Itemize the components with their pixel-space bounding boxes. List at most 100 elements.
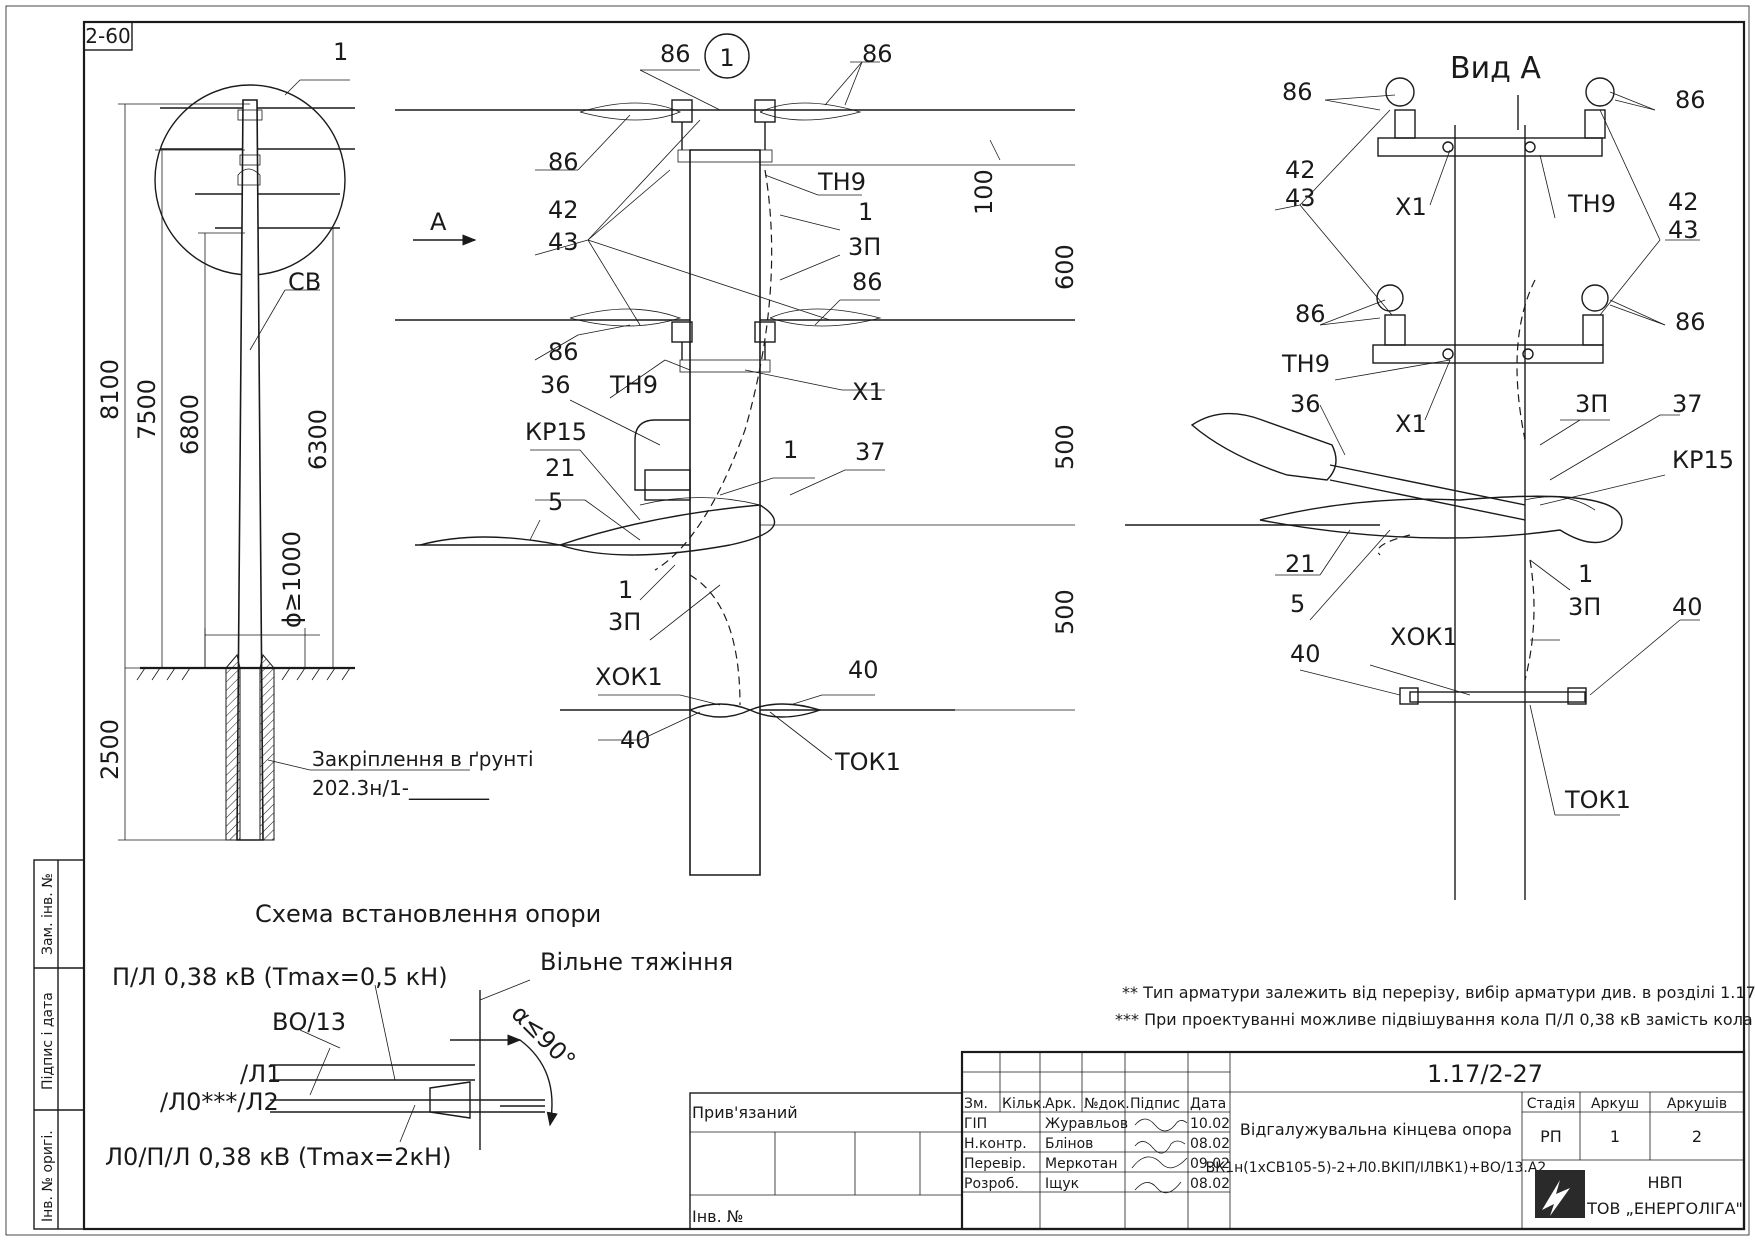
ra-label-43-b: 43 [1668,216,1699,244]
mid-label-3p-top: 3П [848,233,881,261]
ra-label-36: 36 [1290,390,1321,418]
ra-label-kr15: КР15 [1672,446,1734,474]
signatures [1131,1118,1188,1194]
scheme-line2: Л0/П/Л 0,38 кВ (Тmax=2кН) [105,1143,451,1171]
dim-6800: 6800 [176,394,204,455]
ra-label-th9-mid: ТН9 [1281,350,1330,378]
tb-stage: РП [1540,1127,1562,1146]
mid-label-5: 5 [548,488,563,516]
strip-inv-orig: Інв. № оригі. [40,1130,56,1222]
ra-label-xok1: ХОК1 [1390,623,1458,651]
dim-500-a: 500 [1051,424,1079,470]
note-2: *** При проектуванні можливе підвішуванн… [1115,1010,1755,1029]
sheet-frame: 2-60 [5,5,1750,1236]
tb-sheets-h: Аркушів [1667,1096,1727,1112]
scheme-free-tension: Вільне тяжіння [540,948,733,976]
ra-label-40-a: 40 [1672,593,1703,621]
middle-pole-view: 1 A [395,33,1079,876]
ra-label-1: 1 [1578,560,1593,588]
scheme-line1: П/Л 0,38 кВ (Тmax=0,5 кН) [112,963,448,991]
ra-label-21: 21 [1285,550,1316,578]
tb-role-0: ГІП [964,1116,987,1132]
mid-label-86-e: 86 [548,338,579,366]
tb-h-pidpys: Підпис [1130,1096,1180,1112]
tb-org2: ТОВ „ЕНЕРГОЛІГА" [1586,1199,1743,1218]
ground-ref: 202.3н/1-________ [312,776,490,800]
mid-label-86-d: 86 [852,268,883,296]
tb-name-2: Меркотан [1045,1156,1118,1172]
ra-label-86-a: 86 [1282,78,1313,106]
mid-label-tok1: ТОК1 [834,748,901,776]
tb-date-0: 10.02 [1190,1116,1230,1132]
scheme-l0l2: /Л0***/Л2 [160,1088,279,1116]
ra-label-5: 5 [1290,590,1305,618]
sheet-code: 2-60 [85,24,130,48]
installation-scheme: Схема встановлення опори Вільне тяжіння … [105,900,733,1171]
mid-label-37: 37 [855,438,886,466]
mid-label-86-b: 86 [862,40,893,68]
view-a-title: Вид А [1450,51,1541,86]
dim-500-b: 500 [1051,589,1079,635]
dim-phi: ϕ≥1000 [278,531,306,628]
mid-label-1-low: 1 [618,576,633,604]
left-pole-view: 1 [96,38,534,841]
tb-sheet-h: Аркуш [1591,1096,1639,1112]
ra-label-42-b: 42 [1668,188,1699,216]
detail-callout-1: 1 [333,38,348,66]
mid-label-3p-low: 3П [608,608,641,636]
strip-pidpys: Підпис і дата [40,992,56,1090]
tb-stage-h: Стадія [1527,1096,1576,1112]
tb-h-zm: Зм. [964,1096,988,1112]
ra-label-3p-top: 3П [1575,390,1608,418]
tb-pryvyazanyi: Прив'язаний [692,1103,798,1122]
tb-h-data: Дата [1190,1096,1226,1112]
scheme-vo: ВО/13 [272,1008,346,1036]
mid-label-th9-mid: ТН9 [609,371,658,399]
tb-sheets: 2 [1692,1127,1702,1146]
scheme-angle: α≤90° [506,999,581,1074]
tb-name-3: Іщук [1045,1176,1079,1192]
mid-label-40-a: 40 [848,656,879,684]
ra-label-tok1: ТОК1 [1564,786,1631,814]
ra-label-40-b: 40 [1290,640,1321,668]
tb-h-ark: Арк. [1045,1096,1076,1112]
tb-sheet: 1 [1610,1127,1620,1146]
dim-100: 100 [970,169,998,215]
ground-note: Закріплення в ґрунті [312,747,534,771]
company-logo [1535,1170,1585,1218]
ra-label-86-d: 86 [1675,308,1706,336]
ra-label-37: 37 [1672,390,1703,418]
mid-label-x1: Х1 [852,378,884,406]
tb-h-ndok: №док. [1084,1096,1130,1112]
mid-label-86-c: 86 [548,148,579,176]
ra-label-3p-low: 3П [1568,593,1601,621]
tb-name-1: Блінов [1045,1136,1093,1152]
strip-zam-inv: Зам. інв. № [40,873,56,955]
mid-label-kr15: КР15 [525,418,587,446]
dim-6300: 6300 [304,409,332,470]
middle-callout-1: 1 [719,44,734,72]
mid-label-21: 21 [545,454,576,482]
pole-overview [236,99,264,841]
tb-date-1: 08.02 [1190,1136,1230,1152]
dim-7500: 7500 [133,379,161,440]
mid-label-1-top: 1 [858,198,873,226]
label-sv: СВ [288,268,321,296]
ra-label-x1-mid: Х1 [1395,410,1427,438]
scheme-title: Схема встановлення опори [255,900,601,928]
dim-600: 600 [1051,244,1079,290]
title-block: Прив'язаний Інв. № 1.17/2-27 Зм. [689,1050,1746,1231]
mid-label-xok1: ХОК1 [595,663,663,691]
mid-label-40-b: 40 [620,726,651,754]
tb-date-2: 09.02 [1190,1156,1230,1172]
tb-role-2: Перевір. [964,1156,1026,1172]
ra-label-43-a: 43 [1285,184,1316,212]
tb-name-0: Журавльов [1045,1116,1128,1132]
mid-label-th9-top: ТН9 [817,168,866,196]
tb-role-1: Н.контр. [964,1136,1027,1152]
tb-desc2: ВК1н(1хСВ105-5)-2+Л0.ВКІП/ІЛВК1)+ВО/13.А… [1206,1160,1547,1176]
ra-label-x1-top: Х1 [1395,193,1427,221]
view-arrow-a: A [430,208,447,236]
mid-label-1-mid: 1 [783,436,798,464]
